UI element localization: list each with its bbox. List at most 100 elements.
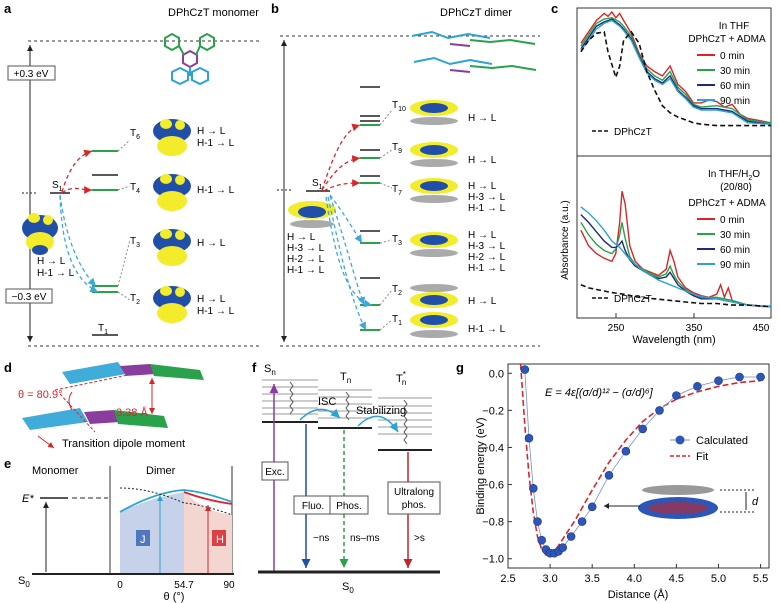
f-s0-label: S0 [342,581,354,595]
b-t3-trans-3: H-2 → L [468,252,506,263]
f-sn-levels [262,379,318,415]
g-d-label: d [752,496,759,508]
g-xtick-label: 2.5 [500,573,515,585]
f-isc-arrow [299,408,341,421]
c-top-series [580,10,772,127]
d-dipole-label: Transition dipole moment [62,438,185,450]
b-s1-label: S1 [312,178,323,191]
g-calc-point [577,517,587,526]
panel-g-letter: g [456,360,464,375]
b-isc-arrow-t3 [329,194,363,244]
g-xtick-label: 4.0 [627,573,642,585]
a-isc-arrow-t6 [61,149,93,193]
panel-b-title: DPhCzT dimer [440,7,512,19]
c-bottom-series-0-min [580,191,771,308]
g-ytick-label: −0.6 [482,480,504,492]
b-isc-arrow-t2 [329,195,366,306]
e-monomer-label: Monomer [32,465,79,477]
c-top-title2: DPhCzT + ADMA [688,34,766,45]
b-t2-label: T2 [392,284,402,297]
g-calc-point [638,424,648,434]
a-connector-t2 [117,291,131,301]
b-isc-arrow-t7 [323,179,361,192]
g-calc-point [756,372,765,382]
e-xtick-0: 0 [117,580,123,591]
g-calc-point [566,532,576,541]
c-bottom-title3: DPhCzT + ADMA [688,198,766,209]
a-isc-arrow-t4 [61,186,93,194]
c-bottom-title1: In THF/H2O [708,169,760,182]
b-t2-orbital [410,284,458,308]
b-s1-orbital [288,201,336,228]
c-top-series-90-min [580,19,772,125]
c-top-title1: In THF [719,21,749,32]
b-t7-trans-1: H → L [468,181,497,192]
g-plot-frame [507,363,770,569]
b-t3-trans-4: H-1 → L [468,263,506,274]
c-xticks: 250 350 450 [608,313,772,334]
g-xtick-label: 3.0 [542,573,557,585]
c-bottom-series-30-min [580,222,772,308]
panel-a-letter: a [4,1,12,16]
g-xtick-label: 5.5 [753,573,768,585]
e-xtick-54: 54.7 [174,580,194,591]
a-t6-trans-1: H → L [197,126,226,137]
g-calc-point [621,446,631,456]
g-ytick-label: −1.0 [482,554,504,566]
a-connector-t3 [117,239,131,287]
g-series [519,363,765,558]
c-top-legend: 0 min 30 min 60 min 90 min [697,51,750,107]
panel-e-letter: e [4,456,11,471]
a-t6-label: T6 [130,128,140,141]
g-calc-point [693,381,702,391]
g-legend-fit: Fit [696,451,708,463]
f-phos-box [329,495,369,515]
g-calc-point [528,483,538,493]
a-t2-trans-1: H → L [197,294,226,305]
c-bottom-series-dphczt [580,284,772,308]
b-t9-trans-1: H → L [468,155,497,166]
d-dipole-arrow [37,435,55,449]
g-legend-marker [675,435,685,445]
b-t10-trans-1: H → L [468,113,497,124]
f-exc-label: Exc. [265,467,284,478]
minus-energy-label: −0.3 eV [12,292,47,303]
d-lower-molecule [22,408,168,430]
f-isc-label: ISC [318,396,336,408]
dimer-structure [411,30,537,73]
c-bottom-series-90-min [580,206,772,308]
a-t2-orbital [153,286,191,323]
b-t10-orbital [410,100,458,125]
b-t1-label: T1 [392,314,402,327]
d-angle-arc [68,391,73,411]
c-top-legend-3: 90 min [720,96,750,107]
g-calc-point [533,517,542,526]
b-connector-t2 [379,289,393,306]
b-connector-t10 [379,109,393,126]
g-ytick-label: 0.0 [489,368,504,380]
b-connector-t1 [379,319,393,331]
g-fit-curve [519,363,761,556]
g-calc-point [537,535,547,545]
c-top-series-60-min [580,18,772,125]
g-legend: Calculated Fit [670,435,748,463]
g-calc-point [714,376,723,386]
c-bottom-title2: (20/80) [720,182,752,193]
f-tnstar-label: T*n [396,370,406,387]
f-ul-label-1: Ultralong [394,487,434,498]
d-dipole-line-2 [54,374,129,391]
panel-d: d θ = 80.9° 3.38 Å Transition dipole mom… [4,360,204,450]
plus-energy-box [7,65,56,81]
c-plot-frame [576,7,772,319]
b-t7-trans-3: H-1 → L [468,203,506,214]
b-connector-t7 [379,182,393,189]
f-tn-label: Tn [340,371,351,385]
a-t4-label: T4 [130,182,140,195]
g-ytick-label: −0.4 [482,442,504,454]
a-connector-t6 [117,139,131,152]
b-t3-orbital [410,232,458,257]
f-tfluo-label: ~ns [313,533,329,544]
g-calc-point [655,406,664,415]
g-ylabel: Binding energy (eV) [475,417,487,514]
